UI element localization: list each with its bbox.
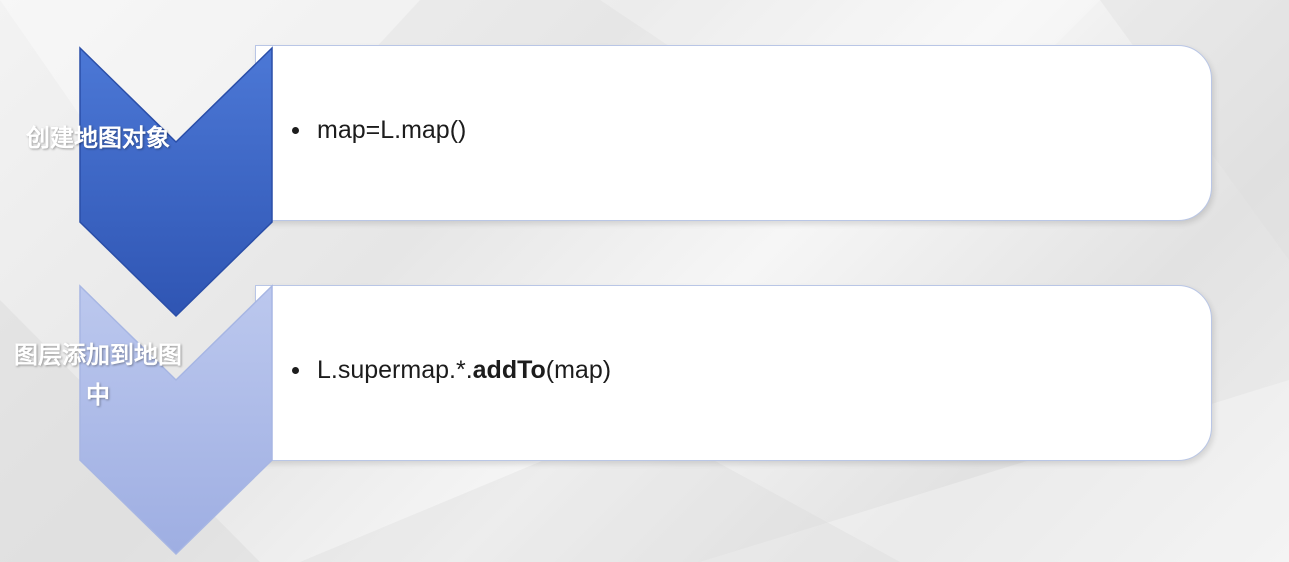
bullet-dot-icon — [292, 367, 299, 374]
step-1-code: map=L.map() — [317, 116, 466, 145]
step-1-chevron — [79, 46, 273, 318]
step-2-label: 图层添加到地图中 — [14, 341, 182, 409]
step-2-code-prefix: L.supermap.*. — [317, 356, 473, 384]
step-2-code: L.supermap.*.addTo(map) — [317, 356, 611, 385]
step-2-card: L.supermap.*.addTo(map) — [255, 285, 1212, 461]
step-1-label: 创建地图对象 — [26, 124, 170, 152]
step-1: map=L.map() 创建地图对象 — [0, 0, 1289, 318]
step-1-bullet: map=L.map() — [292, 116, 466, 145]
step-2-code-bold: addTo — [472, 356, 546, 384]
step-1-card: map=L.map() — [255, 45, 1212, 221]
step-2-code-suffix: (map) — [545, 356, 612, 384]
step-2: L.supermap.*.addTo(map) 图层添加到地图中 — [0, 240, 1289, 556]
step-1-code-prefix: map=L.map() — [317, 116, 467, 144]
bullet-dot-icon — [292, 127, 299, 134]
step-2-bullet: L.supermap.*.addTo(map) — [292, 356, 611, 385]
step-2-chevron — [79, 284, 273, 556]
